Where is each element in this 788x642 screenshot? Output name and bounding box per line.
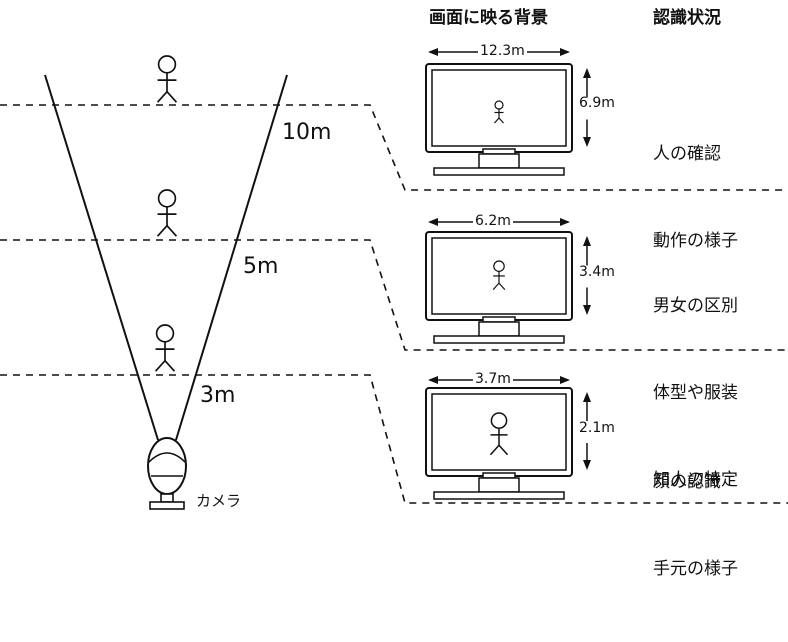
screen-person-figure-3m [489,412,509,456]
camera-distance-diagram: 画面に映る背景 認識状況 10m 5m 3m 12.3m 6.9m 6.2m 3… [0,8,788,579]
recognition-line: 手元の様子 [653,559,738,579]
distance-label-10m: 10m [282,120,332,145]
header-screen-view: 画面に映る背景 [429,8,548,28]
height-arrow-head-bottom [583,305,591,315]
recognition-line: 知人の特定 [653,470,738,490]
person-figure-10m [156,55,178,103]
recognition-line: 顔の認識 [653,472,721,492]
distance-label-3m: 3m [200,383,236,408]
recognition-line: 男女の区別 [653,296,738,316]
monitor-base [433,491,565,500]
monitor-height-label-3m: 2.1m [579,420,615,436]
screen-person-figure-10m [494,100,504,124]
width-arrow-head-right [560,218,570,226]
distance-boundary-line [0,239,788,351]
diagram-drawing [0,48,788,510]
height-arrow-head-bottom [583,460,591,470]
monitor-height-label-5m: 3.4m [579,264,615,280]
width-arrow-head-right [560,376,570,384]
distance-label-5m: 5m [243,254,279,279]
monitor-width-label-3m: 3.7m [473,371,513,387]
monitor-neck [478,321,520,337]
monitor-base [433,335,565,344]
distance-boundary-line [0,104,788,191]
monitor-width-label-10m: 12.3m [478,43,527,59]
recognition-line: 動作の様子 [653,231,738,251]
width-arrow-head-left [428,218,438,226]
monitor-height-label-10m: 6.9m [579,95,615,111]
monitor-base [433,167,565,176]
camera-base [149,501,185,510]
camera-lens-arc [148,452,186,463]
height-arrow-head-top [583,68,591,78]
view-cone-left-line [44,74,159,441]
recognition-text-3m: 顔の認識 手元の様子 [653,410,738,642]
camera-label: カメラ [196,492,242,510]
height-arrow-head-bottom [583,137,591,147]
monitor-screen [431,69,567,147]
recognition-line: 体型や服装 [653,383,738,403]
view-cone-right-line [175,74,288,441]
width-arrow-head-right [560,48,570,56]
width-arrow-head-left [428,48,438,56]
header-recognition: 認識状況 [653,8,721,28]
distance-boundary-line [0,374,788,504]
person-figure-5m [156,189,178,237]
screen-person-figure-5m [492,260,506,291]
monitor-width-label-5m: 6.2m [473,213,513,229]
recognition-text-5m: 男女の区別 体型や服装 知人の特定 [653,234,738,553]
recognition-line: 人の確認 [653,144,721,164]
monitor-neck [478,153,520,169]
width-arrow-head-left [428,376,438,384]
monitor-neck [478,477,520,493]
camera-mount [160,493,174,503]
camera-body [147,437,187,495]
recognition-text-10m: 人の確認 動作の様子 [653,82,738,314]
height-arrow-head-top [583,392,591,402]
height-arrow-head-top [583,236,591,246]
person-figure-3m [154,324,176,372]
